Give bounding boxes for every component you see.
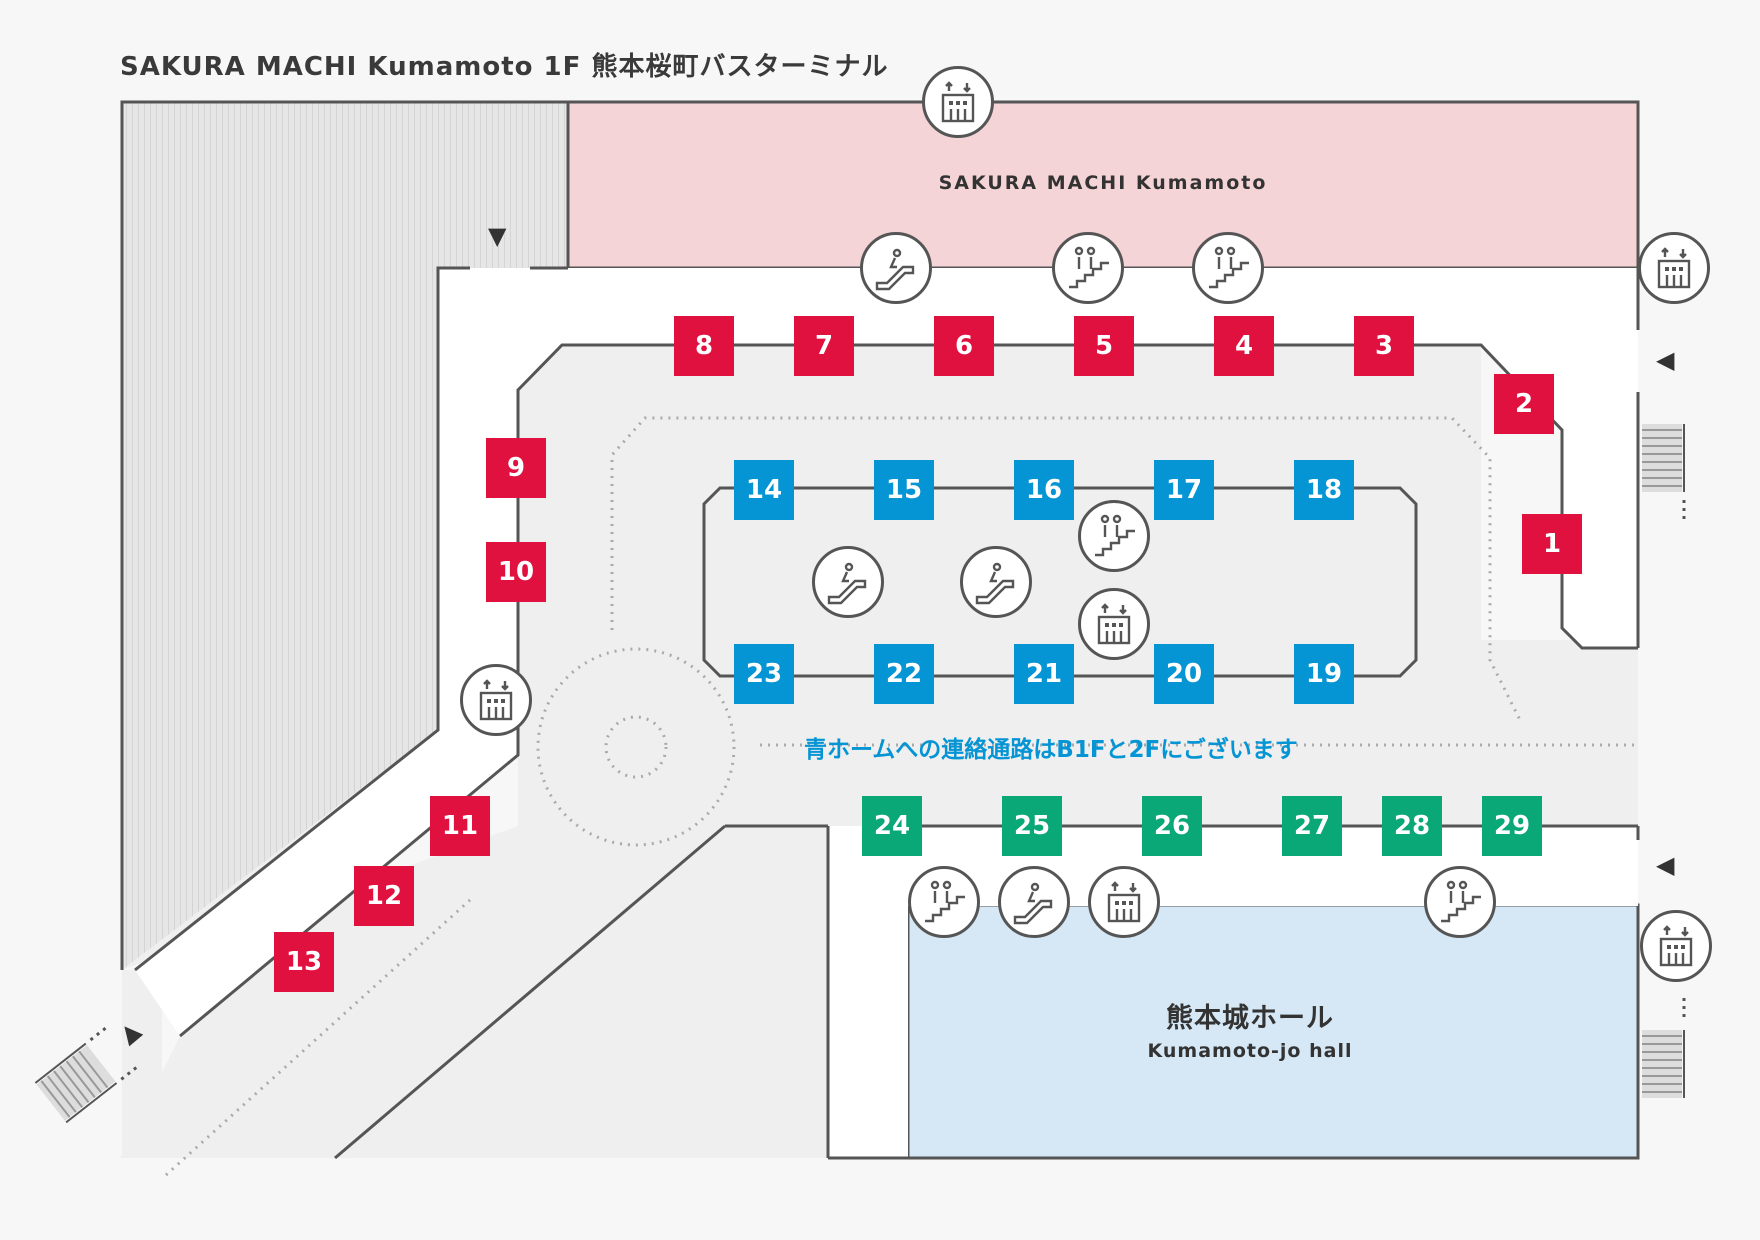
bay-2[interactable]: 2 (1494, 374, 1554, 434)
bay-29[interactable]: 29 (1482, 796, 1542, 856)
bay-18[interactable]: 18 (1294, 460, 1354, 520)
bay-9[interactable]: 9 (486, 438, 546, 498)
arrow-down-icon: ▼ (488, 222, 507, 250)
elevator-icon[interactable] (460, 664, 532, 736)
bay-15[interactable]: 15 (874, 460, 934, 520)
bay-13[interactable]: 13 (274, 932, 334, 992)
stairs-icon[interactable] (1052, 232, 1124, 304)
building-label: SAKURA MACHI Kumamoto (938, 172, 1268, 194)
blue-platform-outline (702, 486, 1418, 678)
hall-label-ja: 熊本城ホール (1166, 1003, 1334, 1034)
bay-21[interactable]: 21 (1014, 644, 1074, 704)
bay-27[interactable]: 27 (1282, 796, 1342, 856)
bay-24[interactable]: 24 (862, 796, 922, 856)
stairs-east-upper (1642, 424, 1686, 524)
bay-4[interactable]: 4 (1214, 316, 1274, 376)
bay-5[interactable]: 5 (1074, 316, 1134, 376)
escalator-icon[interactable] (812, 546, 884, 618)
road-inner-south (828, 826, 908, 1158)
stairs-icon[interactable] (1192, 232, 1264, 304)
escalator-icon[interactable] (960, 546, 1032, 618)
bay-14[interactable]: 14 (734, 460, 794, 520)
bay-12[interactable]: 12 (354, 866, 414, 926)
elevator-icon[interactable] (1640, 910, 1712, 982)
arrow-left-icon: ◀ (1656, 851, 1675, 879)
stairs-east-lower (1642, 998, 1686, 1098)
bay-17[interactable]: 17 (1154, 460, 1214, 520)
bay-7[interactable]: 7 (794, 316, 854, 376)
bay-16[interactable]: 16 (1014, 460, 1074, 520)
elevator-icon[interactable] (922, 66, 994, 138)
escalator-icon[interactable] (998, 866, 1070, 938)
stairs-icon[interactable] (1078, 500, 1150, 572)
bay-6[interactable]: 6 (934, 316, 994, 376)
bay-3[interactable]: 3 (1354, 316, 1414, 376)
bay-8[interactable]: 8 (674, 316, 734, 376)
map-title: SAKURA MACHI Kumamoto 1F 熊本桜町バスターミナル (120, 52, 889, 82)
stairs-icon[interactable] (1424, 866, 1496, 938)
escalator-icon[interactable] (860, 232, 932, 304)
bay-10[interactable]: 10 (486, 542, 546, 602)
bay-26[interactable]: 26 (1142, 796, 1202, 856)
connection-notice: 青ホームへの連絡通路はB1Fと2Fにございます (804, 737, 1298, 763)
elevator-icon[interactable] (1088, 866, 1160, 938)
bay-23[interactable]: 23 (734, 644, 794, 704)
elevator-icon[interactable] (1078, 588, 1150, 660)
elevator-icon[interactable] (1638, 232, 1710, 304)
stairs-icon[interactable] (908, 866, 980, 938)
bay-1[interactable]: 1 (1522, 514, 1582, 574)
bay-22[interactable]: 22 (874, 644, 934, 704)
hatched-area-west (122, 102, 568, 970)
bay-28[interactable]: 28 (1382, 796, 1442, 856)
bay-20[interactable]: 20 (1154, 644, 1214, 704)
bay-19[interactable]: 19 (1294, 644, 1354, 704)
arrow-left-icon: ◀ (1656, 346, 1675, 374)
stairs-southwest (34, 1025, 140, 1124)
bay-11[interactable]: 11 (430, 796, 490, 856)
bay-25[interactable]: 25 (1002, 796, 1062, 856)
hall-label-en: Kumamoto-jo hall (1147, 1040, 1353, 1062)
